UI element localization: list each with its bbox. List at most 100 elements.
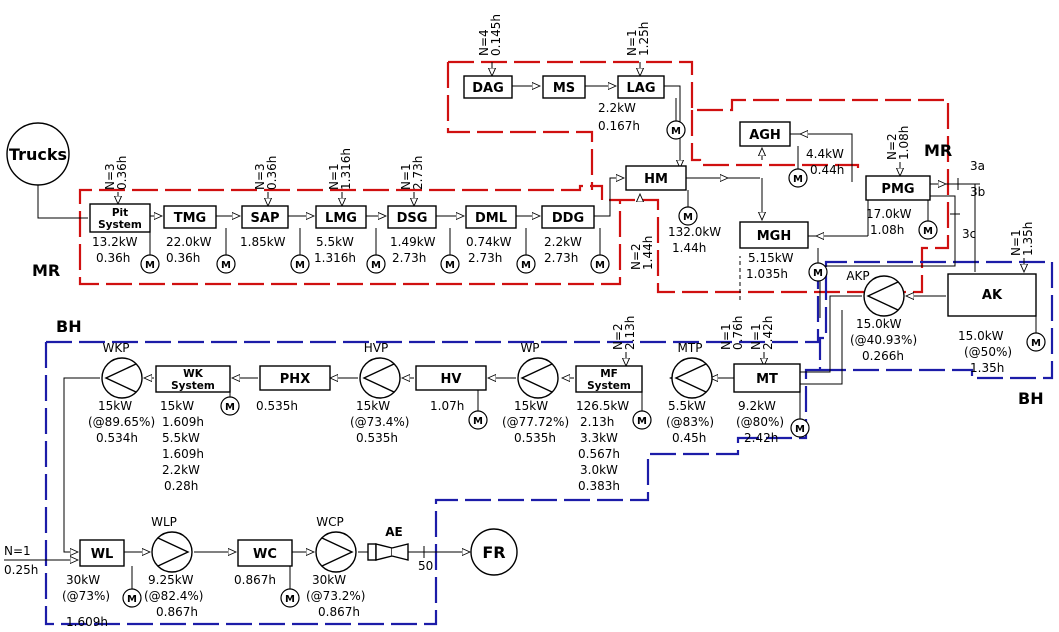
node-ak: AK	[947, 273, 1037, 317]
node-dag-label: DAG	[472, 81, 504, 96]
svg-text:M: M	[445, 260, 455, 271]
spec-mgh-0: 5.15kW	[748, 251, 794, 265]
node-pit-label-2: System	[98, 219, 142, 231]
node-ddg: DDG	[541, 205, 595, 229]
flow-lines	[4, 86, 980, 560]
spec-mtp-1: (@83%)	[666, 415, 714, 429]
spec-mtp-0: 5.5kW	[668, 399, 706, 413]
feed-mt-a-t: 0.76h	[731, 316, 745, 350]
pump-mtp-icon	[671, 357, 713, 399]
spec-ddg-0: 2.2kW	[544, 235, 582, 249]
branch-3a: 3a	[970, 159, 985, 173]
node-dml-label: DML	[475, 211, 507, 226]
feed-dag-t: 0.145h	[489, 14, 503, 56]
node-hm-label: HM	[644, 172, 668, 187]
node-wk-label-2: System	[171, 380, 215, 392]
branch-3b: 3b	[970, 185, 985, 199]
spec-lmg-0: 5.5kW	[316, 235, 354, 249]
motor-mf-icon: M	[632, 392, 652, 430]
motor-lmg-icon: M	[366, 228, 386, 274]
feed-dsg-t: 2.73h	[411, 156, 425, 190]
svg-text:M: M	[371, 260, 381, 271]
node-dag: DAG	[463, 75, 513, 99]
spec-wp-2: 0.535h	[514, 431, 556, 445]
svg-text:M: M	[473, 416, 483, 427]
spec-hvp-0: 15kW	[356, 399, 390, 413]
node-tmg-label: TMG	[174, 211, 206, 226]
motor-sap-icon: M	[290, 228, 310, 274]
motor-lag-icon: M	[666, 98, 686, 140]
spec-wl-2: 1.609h	[66, 615, 108, 629]
region-bh-right: BH	[1018, 389, 1044, 408]
spec-dml-0: 0.74kW	[466, 235, 512, 249]
pump-wp-label: WP	[520, 341, 539, 355]
svg-text:M: M	[595, 260, 605, 271]
region-mr-right: MR	[924, 141, 952, 160]
motor-pmg-icon: M	[918, 200, 938, 240]
feed-lag-t: 1.25h	[637, 22, 651, 56]
spec-ak-2: 1.35h	[970, 361, 1004, 375]
spec-tmg-0: 22.0kW	[166, 235, 212, 249]
spec-wl-1: (@73%)	[62, 589, 110, 603]
feed-labels: N=4 0.145h N=1 1.25h N=3 0.36h N=3 0.36h…	[4, 14, 1035, 577]
spec-pit-1: 0.36h	[96, 251, 130, 265]
spec-dsg-0: 1.49kW	[390, 235, 436, 249]
node-pmg-label: PMG	[881, 182, 914, 197]
spec-pit-0: 13.2kW	[92, 235, 138, 249]
feed-lmg-n: N=1	[327, 163, 341, 190]
motor-ddg-icon: M	[590, 228, 610, 274]
spec-wk-5: 0.28h	[164, 479, 198, 493]
pump-wkp-icon	[101, 357, 143, 399]
node-mgh: MGH	[739, 221, 809, 249]
spec-mf-3: 0.567h	[578, 447, 620, 461]
spec-pmg-1: 1.08h	[870, 223, 904, 237]
feed-mgh-t: 1.44h	[641, 236, 655, 270]
feed-ak-n: N=1	[1009, 229, 1023, 256]
spec-lmg-1: 1.316h	[314, 251, 356, 265]
node-mf-label-2: System	[587, 380, 631, 392]
node-wk-label: WK	[183, 368, 204, 380]
node-wc: WC	[237, 539, 293, 567]
node-wc-label: WC	[253, 547, 277, 562]
fr-node: FR	[470, 528, 518, 576]
spec-dml-1: 2.73h	[468, 251, 502, 265]
branch-3c: 3c	[962, 227, 976, 241]
node-hm: HM	[625, 165, 687, 191]
motor-hm-icon: M	[678, 190, 698, 226]
region-mr-left: MR	[32, 261, 60, 280]
spec-wp-1: (@77.72%)	[502, 415, 569, 429]
mr-boundary-hm	[690, 110, 860, 175]
node-lmg: LMG	[315, 205, 367, 229]
feed-pit-n: N=3	[103, 163, 117, 190]
node-lag: LAG	[617, 75, 665, 99]
node-hv-label: HV	[441, 372, 462, 387]
ae-label: AE	[385, 525, 402, 539]
feed-mf-n: N=2	[611, 323, 625, 350]
pump-akp-label: AKP	[846, 269, 869, 283]
mr-boundary-main	[446, 62, 594, 190]
spec-tmg-1: 0.36h	[166, 251, 200, 265]
node-dml: DML	[465, 205, 517, 229]
spec-dsg-1: 2.73h	[392, 251, 426, 265]
node-agh: AGH	[739, 121, 791, 147]
spec-wkp-2: 0.534h	[96, 431, 138, 445]
node-dsg: DSG	[387, 205, 437, 229]
feed-pmg-n: N=2	[885, 133, 899, 160]
spec-mt-0: 9.2kW	[738, 399, 776, 413]
node-hv: HV	[415, 365, 487, 391]
node-dsg-label: DSG	[397, 211, 428, 226]
spec-pmg-0: 17.0kW	[866, 207, 912, 221]
spec-hm-0: 132.0kW	[668, 225, 721, 239]
spec-wk-1: 1.609h	[162, 415, 204, 429]
feed-lag-n: N=1	[625, 29, 639, 56]
pump-hvp-icon	[359, 357, 401, 399]
node-sap: SAP	[241, 205, 289, 229]
svg-text:M: M	[145, 260, 155, 271]
feed-pit-t: 0.36h	[115, 156, 129, 190]
motor-pit-icon: M	[140, 232, 160, 274]
spec-mf-4: 3.0kW	[580, 463, 618, 477]
spec-wk-0: 15kW	[160, 399, 194, 413]
